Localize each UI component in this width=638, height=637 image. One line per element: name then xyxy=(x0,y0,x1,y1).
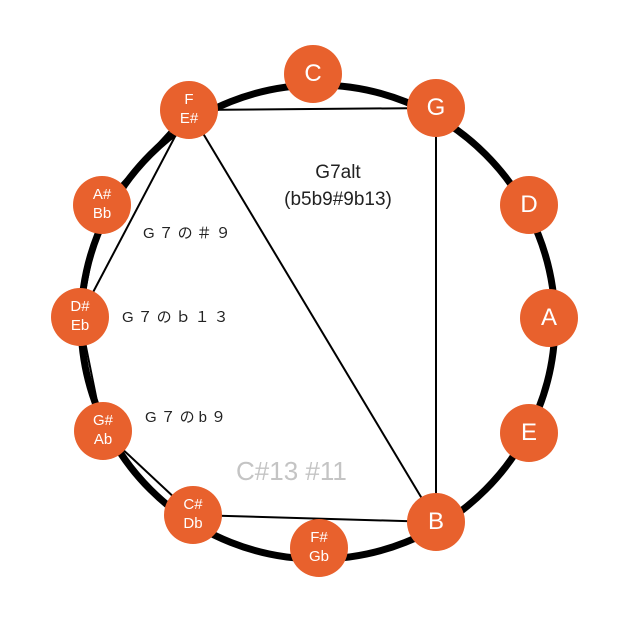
chord-title: G7alt (b5b9#9b13) xyxy=(284,160,392,213)
note-d-label-1: D xyxy=(520,191,538,218)
note-c-sharp-d-flat-label-2: Db xyxy=(183,515,203,532)
interval-line-f-b xyxy=(188,109,437,523)
label-ghost-chord: C#13 #11 xyxy=(236,456,347,486)
note-a-label-1: A xyxy=(540,304,557,331)
note-g-sharp-a-flat: G#Ab xyxy=(74,402,132,460)
note-c: C xyxy=(284,45,342,103)
note-a-sharp-b-flat-label-2: Bb xyxy=(92,205,112,222)
note-f-sharp-g-flat-label-2: Gb xyxy=(308,548,329,565)
label-flat13: G７のｂ１３ xyxy=(122,309,233,326)
note-b: B xyxy=(407,493,465,551)
chord-title-tensions: (b5b9#9b13) xyxy=(284,188,392,210)
note-d: D xyxy=(500,176,558,234)
interval-line-f-g xyxy=(188,107,437,111)
note-c-sharp-d-flat-label-1: C# xyxy=(183,496,203,514)
note-e: E xyxy=(500,404,558,462)
note-c-sharp-d-flat: C#Db xyxy=(164,486,222,544)
note-f-e-sharp-label-1: F xyxy=(184,91,194,109)
note-a-sharp-b-flat: A#Bb xyxy=(73,176,131,234)
note-f-e-sharp-label-2: E# xyxy=(179,110,199,127)
label-sharp9: G７の＃９ xyxy=(143,225,235,242)
chord-title-main: G7alt xyxy=(315,162,361,183)
note-g-sharp-a-flat-label-1: G# xyxy=(92,412,113,430)
note-g-sharp-a-flat-label-2: Ab xyxy=(93,431,113,448)
note-d-sharp-e-flat-label-2: Eb xyxy=(70,317,90,334)
interval-line-b-cs xyxy=(192,514,437,523)
note-c-label-1: C xyxy=(304,60,322,87)
note-a-sharp-b-flat-label-1: A# xyxy=(92,186,112,204)
note-f-sharp-g-flat: F#Gb xyxy=(290,519,348,577)
interval-line-f-ds xyxy=(79,109,190,318)
note-g: G xyxy=(407,79,465,137)
note-a: A xyxy=(520,289,578,347)
note-b-label-1: B xyxy=(427,508,444,535)
note-d-sharp-e-flat: D#Eb xyxy=(51,288,109,346)
label-flat9: G７のb９ xyxy=(145,409,231,426)
note-d-sharp-e-flat-label-1: D# xyxy=(70,298,90,316)
note-g-label-1: G xyxy=(426,94,446,121)
note-e-label-1: E xyxy=(520,419,537,446)
note-f-sharp-g-flat-label-1: F# xyxy=(310,529,328,547)
